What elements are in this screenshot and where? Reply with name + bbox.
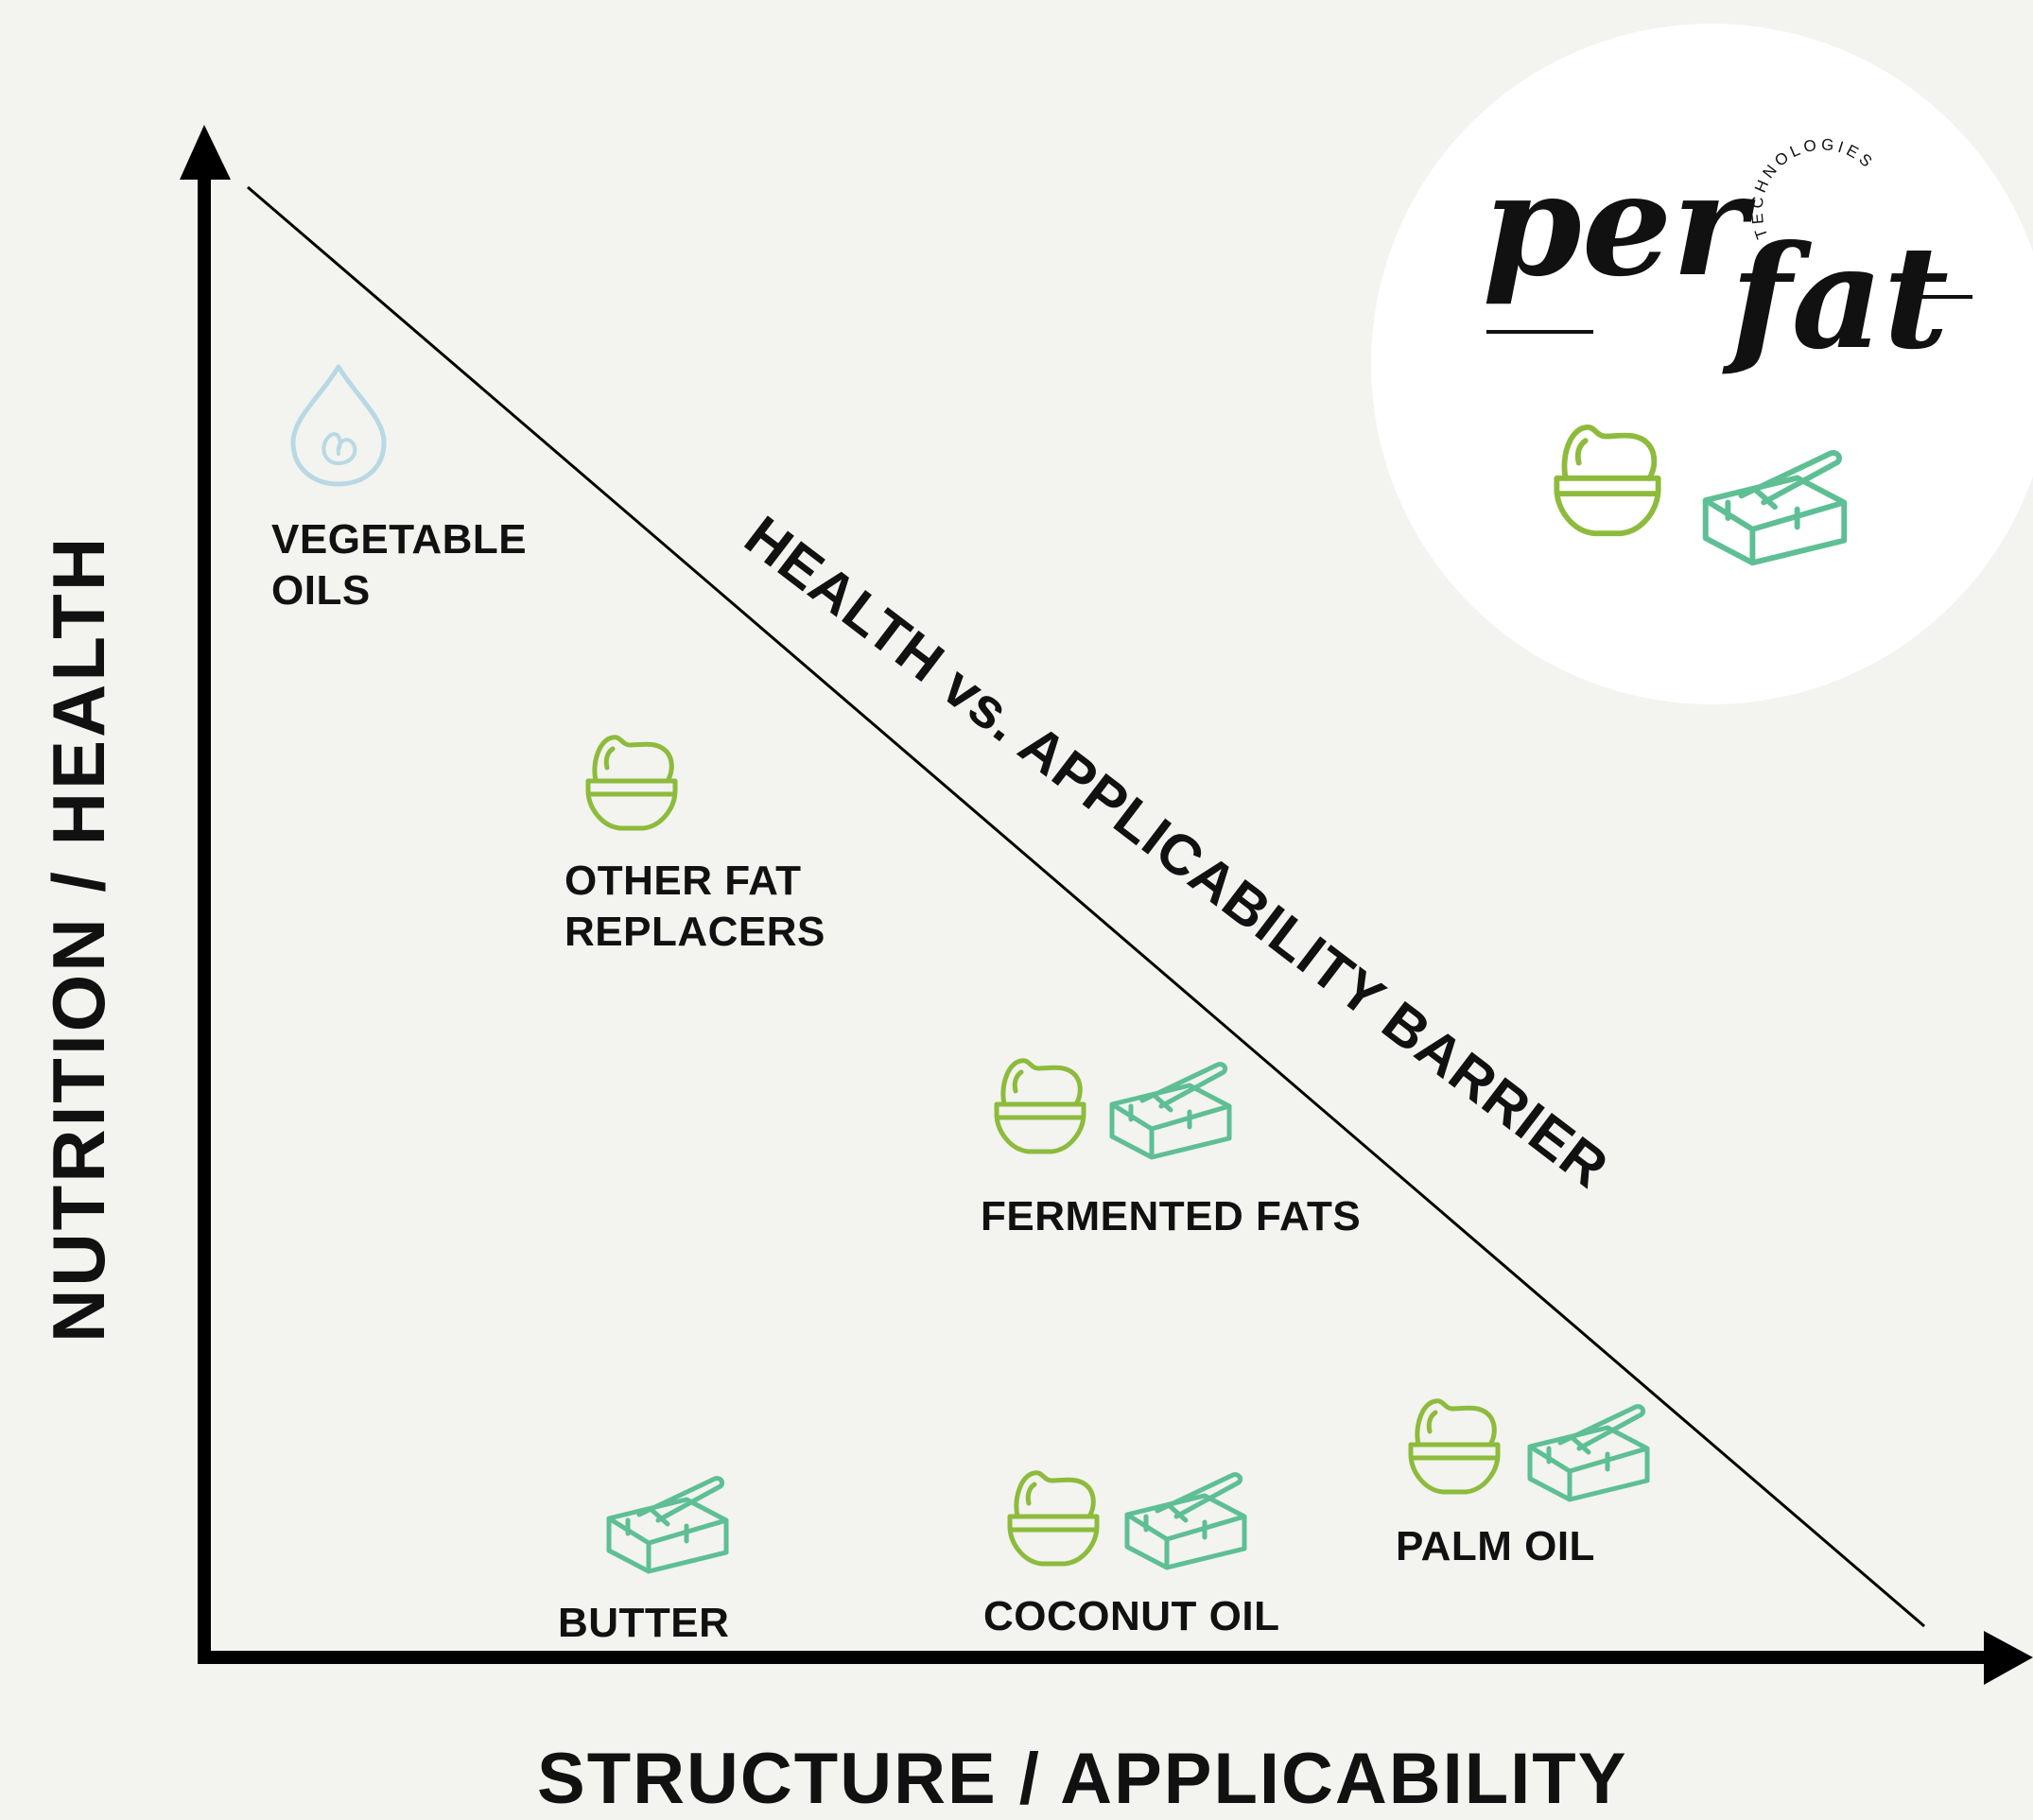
x-axis-arrowhead: [1984, 1631, 2033, 1685]
label-other-fat-replacers-line1: OTHER FAT: [565, 858, 802, 904]
oil-drop-icon: [290, 364, 387, 487]
butter-block-icon: [1702, 450, 1848, 566]
logo-badge: TECHNOLOGIES per fat: [1371, 24, 2033, 704]
butter-block-icon: [1527, 1404, 1650, 1502]
logo-word-per: per: [1483, 142, 1747, 308]
butter-block-icon: [1109, 1062, 1232, 1160]
label-other-fat-replacers-line2: REPLACERS: [565, 909, 825, 955]
technologies-arc-text: TECHNOLOGIES: [1747, 135, 1874, 241]
butter-block-icon: [606, 1476, 729, 1574]
spread-bowl-icon: [1554, 424, 1661, 537]
barrier-line: [247, 185, 1925, 1628]
label-vegetable-oils-line2: OILS: [271, 567, 371, 614]
label-fermented-fats: FERMENTED FATS: [981, 1193, 1362, 1239]
y-axis-arrowhead: [180, 125, 231, 180]
spread-bowl-icon: [585, 735, 678, 831]
label-palm-oil: PALM OIL: [1396, 1523, 1595, 1569]
label-vegetable-oils-line1: VEGETABLE: [271, 516, 528, 563]
spread-bowl-icon: [1007, 1470, 1100, 1567]
y-axis-title: NUTRITION / HEALTH: [37, 534, 120, 1343]
label-other-fat-replacers: OTHER FAT REPLACERS: [565, 856, 825, 958]
butter-block-icon: [1124, 1472, 1247, 1570]
label-butter: BUTTER: [558, 1600, 730, 1646]
label-coconut-oil: COCONUT OIL: [983, 1593, 1280, 1639]
spread-bowl-icon: [1408, 1398, 1501, 1495]
x-axis-title: STRUCTURE / APPLICABILITY: [537, 1739, 1628, 1819]
spread-bowl-icon: [994, 1058, 1086, 1154]
label-vegetable-oils: VEGETABLE OILS: [271, 514, 527, 616]
logo-underline: [1486, 295, 1972, 334]
